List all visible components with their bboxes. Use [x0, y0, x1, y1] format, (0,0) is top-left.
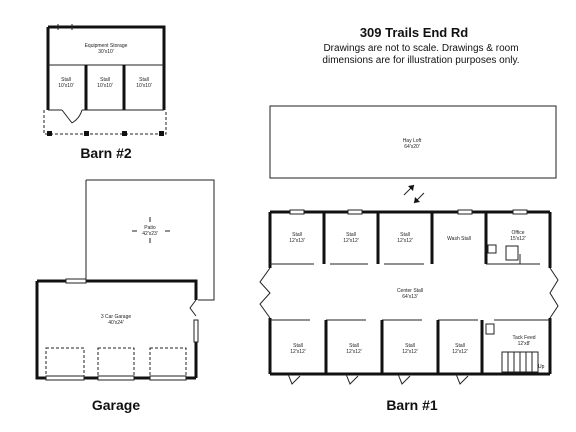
- disclaimer-line-2: dimensions are for illustration purposes…: [322, 55, 519, 66]
- office-label: Office: [512, 230, 525, 236]
- center-stall-label: Center Stall: [397, 288, 423, 294]
- barn2-stall-1-label: Stall: [61, 77, 71, 83]
- barn1-window: [512, 209, 528, 215]
- arrow-down-head: [414, 197, 420, 203]
- patio-outline: [86, 179, 215, 301]
- barn1-top-stall-3-label: Stall: [400, 232, 410, 238]
- garage-wall-left-bottom: [35, 281, 196, 380]
- hay-loft-plan: Hay Loft 64'x20': [269, 105, 557, 179]
- barn1-bottom-stall-3-label: Stall: [405, 343, 415, 349]
- barn1-bottom-door: [397, 373, 411, 385]
- office-toilet-icon: [505, 245, 519, 261]
- barn1-bottom-stall-1-label: Stall: [293, 343, 303, 349]
- barn2-overhang: [43, 110, 167, 135]
- garage-door-2-opening: [97, 375, 135, 381]
- barn2-stall-2-label: Stall: [100, 77, 110, 83]
- barn1-window: [289, 209, 305, 215]
- barn2-post: [122, 131, 127, 136]
- tack-feed-dim: 12'x8': [518, 341, 531, 347]
- barn1-top-stall-2-dim: 12'x12': [343, 238, 359, 244]
- barn1-top-stall-1-label: Stall: [292, 232, 302, 238]
- barn2-plan: Equipment Storage 30'x10' Stall 10'x10' …: [43, 24, 167, 136]
- garage-side-door: [189, 299, 197, 317]
- garage-door-3-opening: [149, 375, 187, 381]
- office-dim: 15'x12': [510, 236, 526, 242]
- barn2-stall-3-label: Stall: [139, 77, 149, 83]
- barn2-wall-top-right: [48, 25, 166, 110]
- patio-label: Patio: [144, 225, 156, 231]
- barn2-door: [61, 109, 73, 124]
- tack-stairs-icon: [501, 351, 539, 373]
- wash-stall-label: Wash Stall: [447, 236, 471, 242]
- stairs-up-label: Up: [538, 364, 545, 370]
- barn2-post: [84, 131, 89, 136]
- address-title: 309 Trails End Rd: [360, 25, 468, 40]
- barn1-bottom-door: [455, 373, 469, 385]
- garage-side-window: [193, 319, 199, 343]
- barn2-post: [47, 131, 52, 136]
- barn2-post: [159, 131, 164, 136]
- hay-loft-label: Hay Loft: [403, 138, 422, 144]
- hay-loft-dim: 64'x20': [404, 144, 420, 150]
- barn1-bottom-stall-4-dim: 12'x12': [452, 349, 468, 355]
- barn2-stall-3-dim: 10'x10': [136, 83, 152, 89]
- barn1-bottom-stall-4-label: Stall: [455, 343, 465, 349]
- loft-stair-arrows: [403, 184, 425, 204]
- barn2-door-swing: [71, 109, 83, 124]
- barn1-window: [457, 209, 473, 215]
- hay-loft-outline: [269, 105, 557, 179]
- equipment-storage-dim: 30'x10': [98, 49, 114, 55]
- office-sink-icon: [487, 244, 497, 254]
- barn1-bottom-door: [287, 373, 301, 385]
- garage-door-1-opening: [45, 375, 85, 381]
- barn1-top-stall-3-dim: 12'x12': [397, 238, 413, 244]
- car-garage-label: 3 Car Garage: [101, 314, 132, 320]
- barn1-left-doors: [259, 267, 271, 319]
- garage-plan: Patio 42'x23' 3 Car Garage 40'x24': [35, 179, 215, 381]
- tack-cabinet-icon: [485, 323, 495, 335]
- barn1-right-doors: [549, 267, 559, 319]
- equipment-storage-label: Equipment Storage: [85, 43, 128, 49]
- garage-window: [65, 278, 87, 284]
- barn1-window: [347, 209, 363, 215]
- barn1-caption: Barn #1: [386, 397, 438, 413]
- barn2-caption: Barn #2: [80, 145, 132, 161]
- patio-dim: 42'x23': [142, 231, 158, 237]
- garage-caption: Garage: [92, 397, 140, 413]
- barn1-bottom-stall-2-label: Stall: [349, 343, 359, 349]
- barn1-plan: Stall 12'x13' Stall 12'x12' Stall 12'x12…: [259, 209, 559, 385]
- barn1-bottom-stall-1-dim: 12'x12': [290, 349, 306, 355]
- arrow-up-head: [408, 185, 414, 191]
- barn2-stall-2-dim: 10'x10': [97, 83, 113, 89]
- garage-door-2: [97, 347, 135, 379]
- garage-wall-top: [86, 279, 198, 300]
- garage-door-3: [149, 347, 187, 379]
- barn1-top-stall-1-dim: 12'x13': [289, 238, 305, 244]
- barn2-stall-1-dim: 10'x10': [58, 83, 74, 89]
- barn1-bottom-stall-3-dim: 12'x12': [402, 349, 418, 355]
- barn1-top-stall-2-label: Stall: [346, 232, 356, 238]
- car-garage-dim: 40'x24': [108, 320, 124, 326]
- barn1-bottom-door: [345, 373, 359, 385]
- garage-door-1: [45, 347, 85, 379]
- center-stall-dim: 64'x13': [402, 294, 418, 300]
- tack-feed-label: Tack Feed: [512, 335, 535, 341]
- barn1-bottom-stall-2-dim: 12'x12': [346, 349, 362, 355]
- disclaimer-line-1: Drawings are not to scale. Drawings & ro…: [323, 43, 518, 54]
